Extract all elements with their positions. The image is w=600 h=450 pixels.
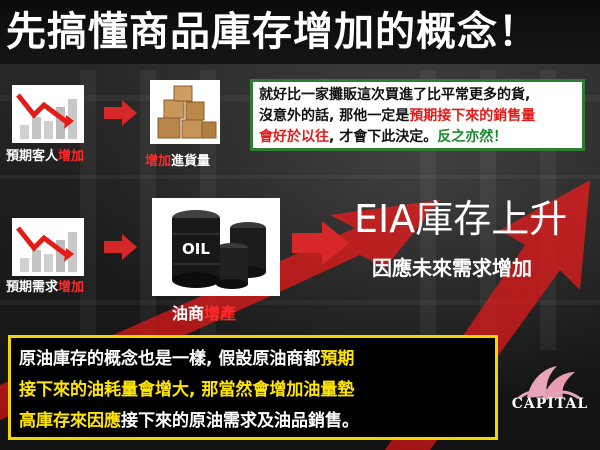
chart-arrow-icon [16,226,77,272]
summary-line-1: 原油庫存的概念也是一樣, 假設原油商都預期 [19,349,355,369]
chart-arrow-icon [16,93,77,139]
barrel-oil-text: OIL [182,240,210,258]
label-expect-customers-increase: 預期客人增加 [6,149,85,164]
tile-chart-down-up-2 [12,218,84,276]
explanation-line-2: 沒意外的話, 那他一定是預期接下來的銷售量 [259,108,536,124]
label-expect-demand-increase: 預期需求增加 [6,280,85,295]
big-right-arrow-icon [292,221,349,265]
tile-oil-barrels: OIL [152,198,280,296]
oil-barrels-icon: OIL [172,210,266,289]
boxes-icon [157,85,217,139]
summary-line-2: 接下來的油耗量會增大, 那當然會增加油量墊 [19,380,355,400]
label-oil-producer-increase: 油商增產 [172,304,237,323]
summary-line-3: 高庫存來因應接下來的原油需求及油品銷售。 [19,411,359,431]
right-arrow-icon [104,234,137,260]
summary-box: 原油庫存的概念也是一樣, 假設原油商都預期 接下來的油耗量會增大, 那當然會增加… [8,335,498,440]
eia-subheading: 因應未來需求增加 [372,256,532,280]
slide-title: 先搞懂商品庫存增加的概念！ [6,9,539,55]
title-band [0,0,600,64]
explanation-line-1: 就好比一家攤販這次買進了比平常更多的貨, [259,87,531,103]
tile-chart-down-up [12,85,84,143]
eia-inventory-rise-heading: EIA庫存上升 [354,197,568,241]
capital-logo-icon [518,366,580,401]
right-arrow-icon [104,100,137,126]
tile-cardboard-boxes [150,80,220,144]
explanation-line-3: 會好於以往, 才會下此決定。反之亦然！ [259,129,508,145]
explanation-box: 就好比一家攤販這次買進了比平常更多的貨, 沒意外的話, 那他一定是預期接下來的銷… [250,79,585,151]
capital-logo-text: CAPITAL [511,396,589,412]
label-increase-stock: 增加進貨量 [145,154,211,169]
